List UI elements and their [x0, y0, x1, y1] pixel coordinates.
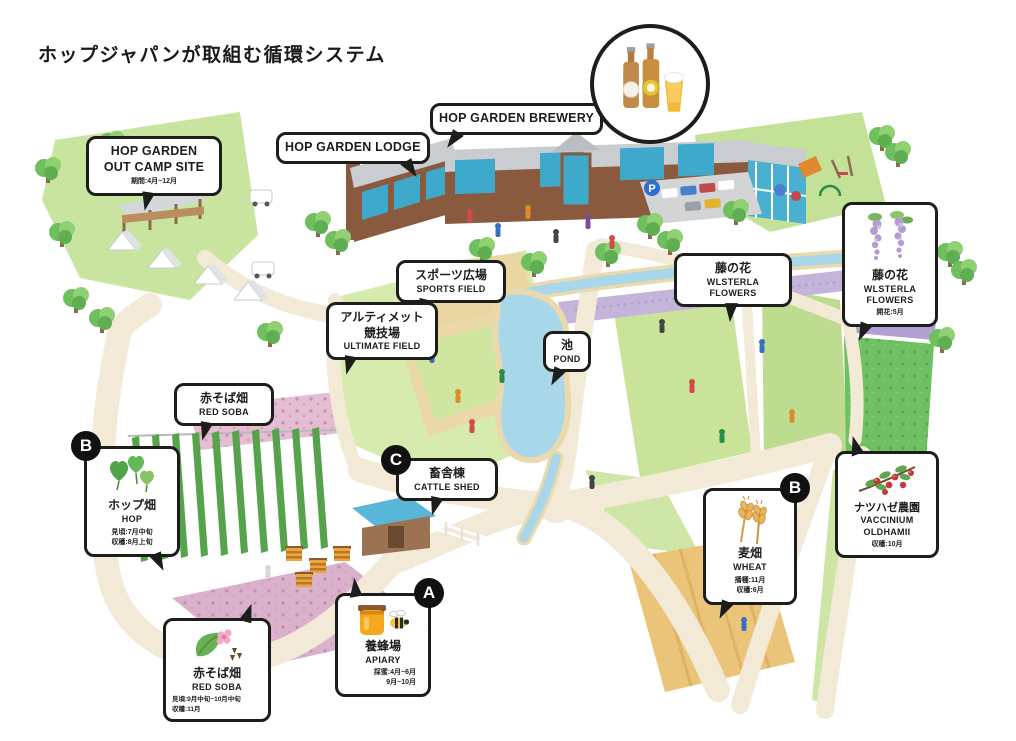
label-ultimate-en: ULTIMATE FIELD — [343, 341, 421, 352]
label-red-soba-lower-en: RED SOBA — [192, 681, 242, 692]
badge-cattle-shed: C — [381, 445, 411, 475]
label-wisteria-garden-jp: 藤の花 — [871, 268, 908, 282]
label-wisteria-strip-jp: 藤の花 — [714, 261, 751, 275]
berry-branch-icon — [858, 465, 916, 495]
label-camp-site: HOP GARDEN OUT CAMP SITE 期間:4月~12月 — [86, 136, 222, 196]
label-apiary-jp: 養蜂場 — [364, 639, 401, 653]
label-red-soba-lower-note1: 見頃:9月中旬~10月中旬 — [172, 695, 241, 703]
label-cattle-shed-en: CATTLE SHED — [414, 481, 480, 492]
label-camp-site-note: 期間:4月~12月 — [130, 178, 178, 186]
label-apiary-en: APIARY — [365, 654, 401, 665]
label-camp-site-line2: OUT CAMP SITE — [103, 159, 205, 174]
label-camp-site-line1: HOP GARDEN — [110, 144, 198, 158]
label-wisteria-strip-en: WLSTERLA FLOWERS — [706, 276, 760, 298]
label-red-soba-upper: 赤そば畑 RED SOBA — [174, 383, 274, 426]
label-pond-jp: 池 — [560, 338, 573, 352]
wisteria-raceme-icon — [868, 211, 913, 260]
label-red-soba-upper-jp: 赤そば畑 — [199, 391, 248, 405]
label-vaccinium-farm: ナツハゼ農園 VACCINIUM OLDHAMII 収穫:10月 — [835, 451, 939, 559]
cattle-shed-building — [352, 496, 487, 556]
label-vaccinium-en1: VACCINIUM — [860, 515, 914, 526]
vaccinium-field — [844, 336, 934, 462]
label-wisteria-garden-note: 開花:5月 — [876, 309, 904, 317]
label-ultimate-jp1: アルティメット — [340, 310, 424, 324]
label-hop-jp: ホップ畑 — [107, 498, 156, 512]
label-hop-en: HOP — [121, 513, 143, 524]
label-cattle-shed: C 畜舎棟 CATTLE SHED — [381, 445, 498, 501]
label-red-soba-upper-en: RED SOBA — [199, 406, 249, 417]
badge-hop: B — [71, 431, 101, 461]
label-pond-en: POND — [553, 353, 581, 364]
label-pond: 池 POND — [543, 331, 591, 372]
label-wheat-field: B 麦畑 WHEAT 播種:11月 収穫:6月 — [703, 473, 810, 605]
label-ultimate-jp2: 競技場 — [363, 325, 400, 340]
badge-apiary: A — [414, 578, 444, 608]
beer-bottles-and-glass-icon — [622, 43, 685, 112]
label-hop-note1: 見頃:7月中旬 — [111, 528, 153, 536]
label-wheat-en: WHEAT — [733, 561, 767, 572]
label-red-soba-lower: 赤そば畑 RED SOBA 見頃:9月中旬~10月中旬 収穫:11月 — [163, 618, 271, 723]
badge-wheat: B — [780, 473, 810, 503]
label-sports-jp: スポーツ広場 — [415, 268, 487, 282]
label-apiary-note1: 採蜜:4月~6月 — [373, 668, 416, 676]
label-vaccinium-en2: OLDHAMII — [863, 526, 911, 537]
label-hop-field: B ホップ畑 HOP 見頃:7月中旬 収穫:8月上旬 — [71, 431, 180, 557]
label-brewery-text: HOP GARDEN BREWERY — [439, 111, 595, 125]
label-cattle-shed-jp: 畜舎棟 — [428, 466, 465, 480]
label-apiary-note2: 9月~10月 — [386, 679, 416, 687]
label-ultimate-field: アルティメット 競技場 ULTIMATE FIELD — [326, 302, 438, 360]
label-wheat-note2: 収穫:6月 — [736, 587, 764, 595]
label-wisteria-garden-en2: FLOWERS — [866, 294, 914, 305]
label-sports-en: SPORTS FIELD — [416, 283, 486, 294]
label-wheat-jp: 麦畑 — [737, 546, 762, 560]
parking-sign-icon: P — [648, 183, 655, 195]
label-vaccinium-jp: ナツハゼ農園 — [854, 502, 920, 514]
beer-showcase-circle — [590, 24, 710, 144]
label-lodge-text: HOP GARDEN LODGE — [285, 140, 421, 154]
wheat-stalks-icon — [738, 496, 767, 544]
label-vaccinium-note: 収穫:10月 — [871, 540, 903, 548]
label-hop-note2: 収穫:8月上旬 — [111, 539, 153, 547]
label-brewery: HOP GARDEN BREWERY — [430, 103, 604, 135]
label-wisteria-garden: 藤の花 WLSTERLA FLOWERS 開花:5月 — [842, 202, 938, 327]
page-title: ホップジャパンが取組む循環システム — [38, 45, 386, 66]
hop-leaves-icon — [110, 455, 154, 493]
label-wisteria-garden-en1: WLSTERLA — [863, 283, 917, 294]
label-sports-field: スポーツ広場 SPORTS FIELD — [396, 260, 506, 303]
playground — [774, 155, 854, 201]
label-red-soba-lower-note2: 収穫:11月 — [172, 705, 201, 713]
label-wisteria-strip: 藤の花 WLSTERLA FLOWERS — [674, 253, 792, 323]
label-lodge: HOP GARDEN LODGE — [276, 132, 430, 164]
soba-leaf-and-seeds-icon — [195, 629, 242, 661]
label-wheat-note1: 播種:11月 — [734, 576, 766, 584]
honey-jar-and-bee-icon — [358, 605, 410, 635]
label-apiary: A 養蜂場 APIARY 採蜜:4月~6月 9月~10月 — [335, 593, 444, 697]
label-red-soba-lower-jp: 赤そば畑 — [192, 666, 241, 680]
